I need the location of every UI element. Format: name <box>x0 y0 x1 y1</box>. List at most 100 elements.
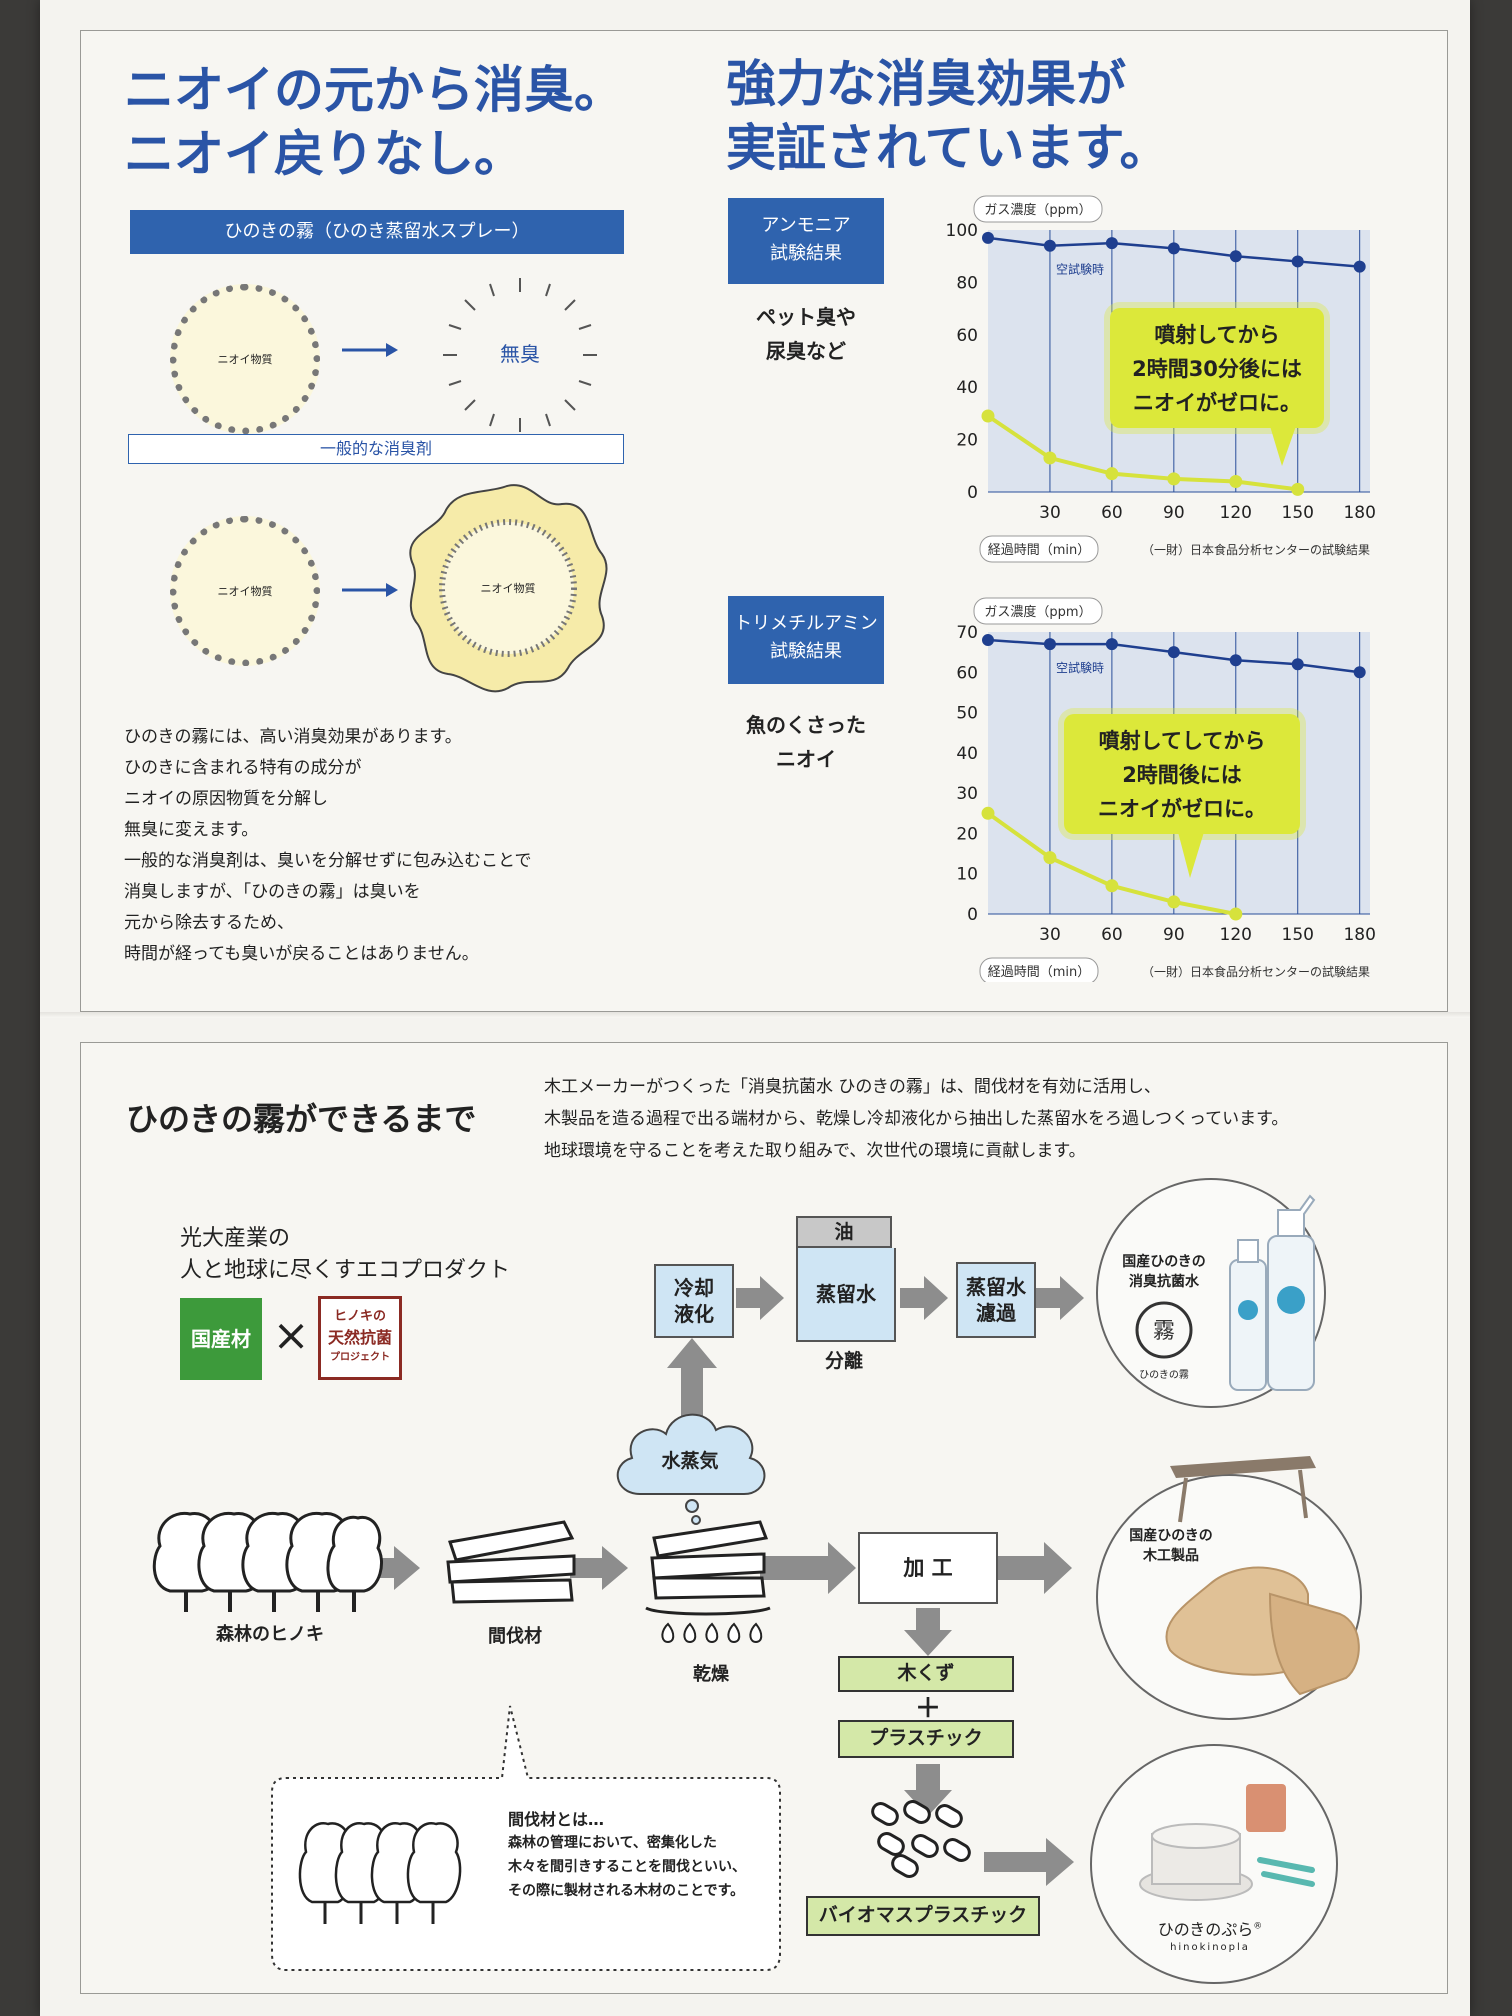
x-axis-label: 経過時間（min） <box>988 543 1091 558</box>
x-tick-label: 60 <box>1101 925 1123 945</box>
steam-label: 水蒸気 <box>661 1450 719 1472</box>
data-point <box>1353 260 1366 273</box>
ammonia-test-tag: アンモニア 試験結果 <box>728 198 884 284</box>
callout-line: ニオイがゼロに。 <box>1133 391 1301 415</box>
y-tick-label: 80 <box>956 273 978 293</box>
data-point <box>1167 242 1180 255</box>
definition-line: 木々を間引きすることを間伐といい、 <box>508 1859 746 1875</box>
flyer-page: ニオイの元から消臭。 ニオイ戻りなし。 ひのきの霧（ひのき蒸留水スプレー） ニオ… <box>40 0 1470 2016</box>
y-tick-label: 30 <box>956 784 978 804</box>
callout-line: ニオイがゼロに。 <box>1098 797 1266 821</box>
data-point <box>1353 666 1366 679</box>
definition-bubble <box>271 1705 781 1971</box>
data-point <box>1291 658 1304 671</box>
right-heading-line1: 強力な消臭効果が <box>726 55 1126 113</box>
y-tick-label: 20 <box>956 824 978 844</box>
odor-label: ニオイ物質 <box>217 585 273 598</box>
step-line: 冷却 <box>674 1276 714 1300</box>
series-line <box>986 414 1298 492</box>
step-line: 濾過 <box>976 1301 1016 1325</box>
x-tick-label: 90 <box>1163 503 1185 523</box>
thinned-wood-icon <box>446 1520 576 1604</box>
y-tick-label: 20 <box>956 431 978 451</box>
x-tick-label: 150 <box>1282 925 1314 945</box>
project-line: 天然抗菌 <box>327 1328 392 1347</box>
definition-title: 間伐材とは… <box>508 1810 605 1829</box>
processing-step: 加 工 <box>858 1532 998 1604</box>
drying-label: 乾燥 <box>693 1664 729 1685</box>
tag-line: アンモニア <box>761 215 851 236</box>
subject-line: 魚のくさった <box>746 713 866 737</box>
step-line: 蒸留水 <box>966 1275 1026 1299</box>
y-tick-label: 100 <box>946 221 978 241</box>
tag-line: 試験結果 <box>770 243 842 264</box>
callout-pointer <box>1270 426 1296 466</box>
y-axis-label: ガス濃度（ppm） <box>984 202 1091 218</box>
steam-cloud-icon <box>616 1413 766 1525</box>
y-tick-label: 40 <box>956 378 978 398</box>
data-point <box>1291 482 1305 496</box>
process-heading: ひのきの霧ができるまで <box>126 1100 477 1138</box>
product-line: 国産ひのきの <box>1122 1254 1206 1270</box>
description-line: 無臭に変えます。 <box>124 820 259 840</box>
forest-label: 森林のヒノキ <box>216 1624 324 1645</box>
data-point <box>982 634 994 647</box>
drying-wood-icon <box>645 1520 771 1644</box>
data-point <box>1229 475 1243 489</box>
hinokinopla-roman: hinokinopla <box>1170 1942 1250 1953</box>
y-tick-label: 0 <box>967 483 978 503</box>
spray-product-label: 国産ひのきの 消臭抗菌水 <box>1112 1252 1216 1292</box>
y-tick-label: 70 <box>956 623 978 643</box>
wood-chips-box: 木くず <box>838 1656 1014 1692</box>
tableware-icon <box>1139 1784 1315 1901</box>
x-tick-label: 60 <box>1101 503 1123 523</box>
filtration-step: 蒸留水 濾過 <box>956 1262 1036 1338</box>
left-heading-line1: ニオイの元から消臭。 <box>124 61 624 119</box>
callout-line: 噴射してしてから <box>1098 729 1266 753</box>
project-line: ヒノキの <box>333 1309 386 1324</box>
x-tick-label: 180 <box>1343 503 1375 523</box>
product-line: 国産ひのきの <box>1129 1528 1213 1544</box>
ammonia-callout: 噴射してから 2時間30分後には ニオイがゼロに。 <box>1110 308 1324 428</box>
data-point <box>1229 654 1242 667</box>
x-axis-label: 経過時間（min） <box>988 965 1091 980</box>
source-note: （一財）日本食品分析センターの試験結果 <box>1142 964 1370 979</box>
data-point <box>1043 239 1056 252</box>
step-line: 液化 <box>674 1302 714 1326</box>
y-axis-label-pill <box>973 195 1103 223</box>
y-tick-label: 60 <box>956 663 978 683</box>
x-tick-label: 120 <box>1220 925 1252 945</box>
biomass-plastic-box: バイオマスプラスチック <box>806 1896 1040 1936</box>
thinned-wood-label: 間伐材 <box>488 1626 542 1647</box>
spray-brand-logo-icon: 霧 <box>1135 1301 1193 1359</box>
product-line: 消臭抗菌水 <box>1129 1274 1199 1290</box>
odor-label: ニオイ物質 <box>480 582 536 595</box>
callout-line: 噴射してから <box>1154 323 1280 347</box>
tag-line: 試験結果 <box>770 641 842 662</box>
trimethylamine-subject: 魚のくさった ニオイ <box>726 708 886 776</box>
x-tick-label: 120 <box>1220 503 1252 523</box>
data-point <box>1043 851 1057 865</box>
brand-name: ひのきのぷら <box>1157 1920 1254 1939</box>
data-point <box>1105 638 1118 651</box>
oil-layer: 油 <box>796 1216 892 1248</box>
data-point <box>1167 895 1181 909</box>
odor-label: ニオイ物質 <box>217 353 273 366</box>
spray-brand-label: ひのきの霧 <box>1139 1370 1189 1381</box>
arrow-icon <box>342 343 398 357</box>
description-line: ひのきに含まれる特有の成分が <box>124 758 362 778</box>
product-band: ひのきの霧（ひのき蒸留水スプレー） <box>130 210 624 254</box>
x-tick-label: 180 <box>1343 925 1375 945</box>
left-heading-line2: ニオイ戻りなし。 <box>124 125 524 183</box>
bench-icon <box>1170 1456 1316 1523</box>
subject-line: 尿臭など <box>766 339 846 363</box>
data-point <box>981 806 995 820</box>
cutting-boards-icon <box>1165 1566 1360 1696</box>
description-line: ひのきの霧には、高い消臭効果があります。 <box>124 727 462 747</box>
data-point <box>982 231 994 244</box>
registered-mark: ® <box>1253 1921 1263 1932</box>
antibacterial-project-badge: ヒノキの 天然抗菌 プロジェクト <box>318 1296 402 1380</box>
spray-bottles-icon <box>1229 1194 1316 1391</box>
plus-sign: ＋ <box>914 1694 941 1724</box>
